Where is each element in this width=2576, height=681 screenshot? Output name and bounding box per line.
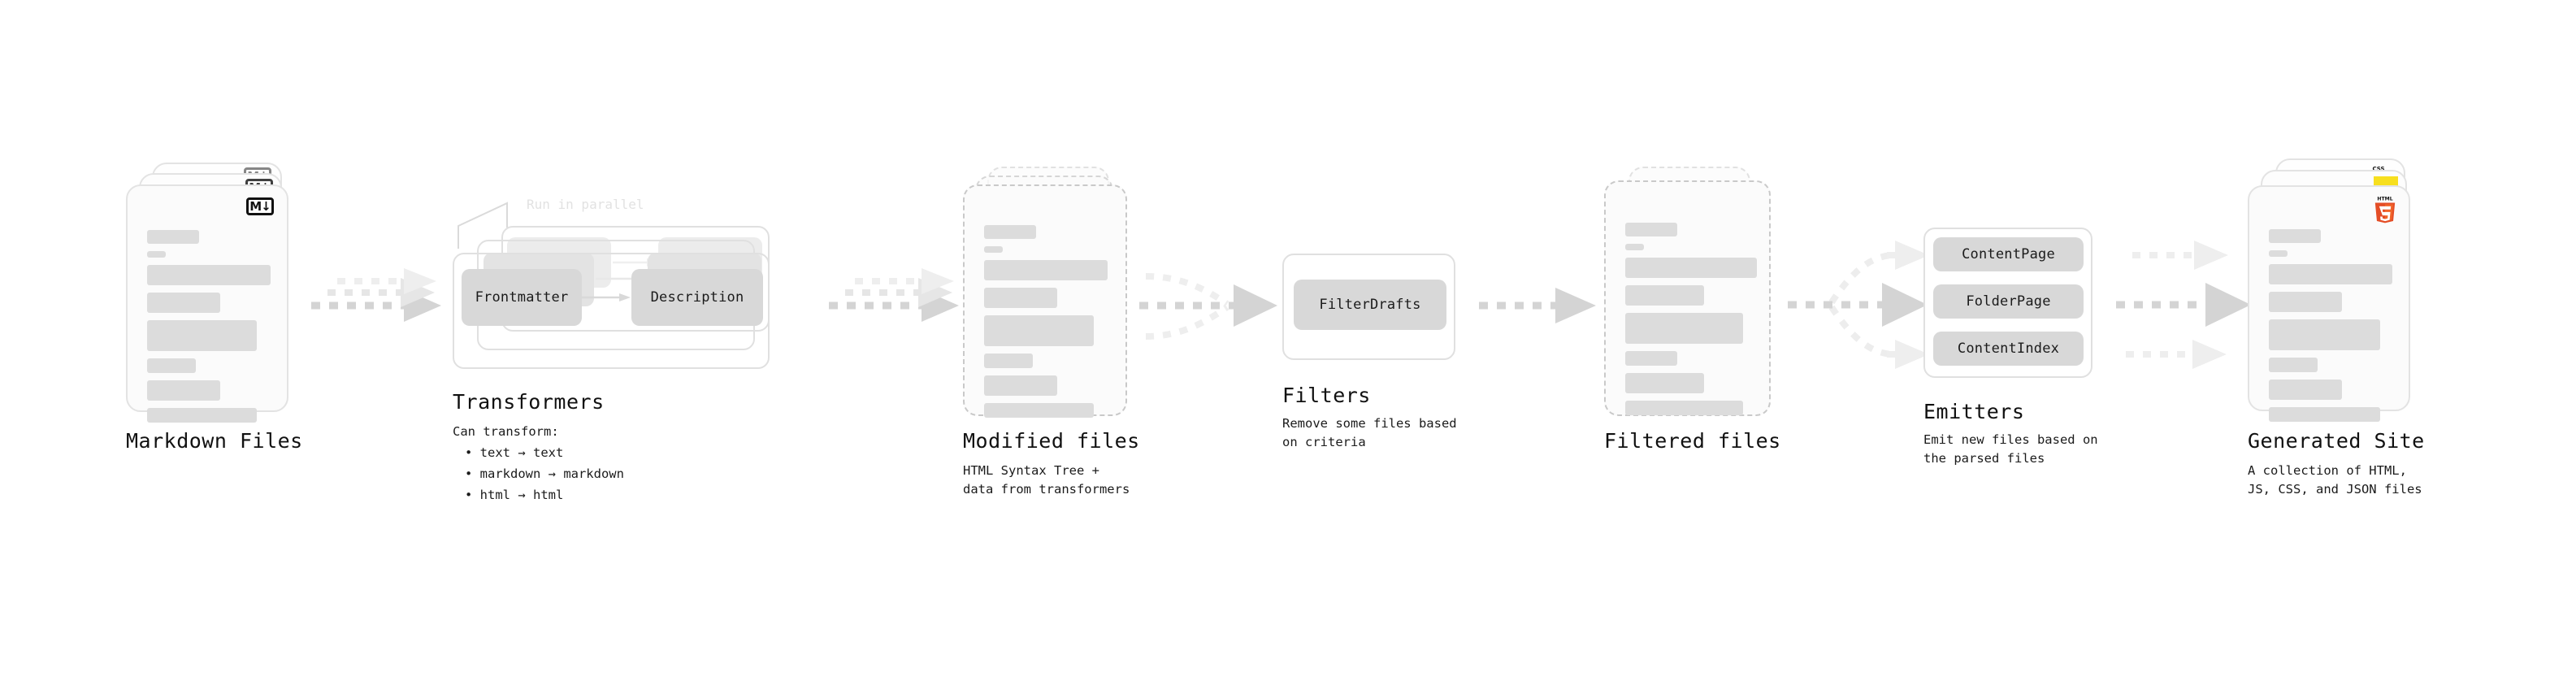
emitter-node-folderpage[interactable]: FolderPage: [1933, 284, 2084, 319]
filtered-files-title: Filtered files: [1604, 429, 1781, 453]
generated-site-stack: CSS HTML: [2248, 158, 2435, 427]
transformers-bullet-2: • html → html: [465, 488, 564, 502]
connector-markdown-to-transformers: [311, 268, 441, 322]
modified-files-title: Modified files: [963, 429, 1140, 453]
html5-badge-icon: HTML: [2373, 195, 2397, 223]
transformer-group-front: [453, 253, 770, 369]
doc-placeholder-lines: [2269, 229, 2392, 429]
connector-modified-to-filters: [1139, 273, 1277, 340]
transformers-intro: Can transform:: [453, 424, 559, 439]
modified-files-stack: [963, 167, 1142, 427]
transformer-inner-arrow-front: [582, 293, 631, 301]
markdown-badge-icon: M↓: [246, 197, 274, 215]
doc-placeholder-lines: [1625, 223, 1757, 423]
run-in-parallel-label: Run in parallel: [527, 197, 644, 212]
transformers-bullet-0: • text → text: [465, 445, 564, 460]
emitter-node-contentpage[interactable]: ContentPage: [1933, 237, 2084, 271]
site-file-card-html: HTML: [2248, 185, 2410, 422]
filters-subtitle: Remove some files based on criteria: [1282, 416, 1457, 450]
transformers-bullet-1: • markdown → markdown: [465, 466, 624, 481]
transformer-node-description[interactable]: Description: [631, 269, 763, 326]
emitters-title: Emitters: [1923, 400, 2025, 423]
doc-placeholder-lines: [984, 225, 1108, 425]
markdown-files-stack: M↓ M↓ M↓: [126, 163, 313, 423]
modified-file-card-front: [963, 184, 1127, 418]
css-badge-label: CSS: [2372, 166, 2385, 172]
connector-transformers-to-modified: [829, 268, 959, 322]
filters-title: Filters: [1282, 384, 1371, 407]
generated-site-title: Generated Site: [2248, 429, 2425, 453]
connector-filtered-to-emitters: [1788, 241, 1929, 369]
emitter-node-contentindex[interactable]: ContentIndex: [1933, 332, 2084, 366]
modified-files-subtitle: HTML Syntax Tree + data from transformer…: [963, 463, 1130, 497]
doc-placeholder-lines: [147, 230, 271, 430]
filter-node-filterdrafts[interactable]: FilterDrafts: [1294, 280, 1446, 330]
svg-text:HTML: HTML: [2377, 197, 2392, 202]
transformers-title: Transformers: [453, 390, 605, 414]
markdown-file-card-front: M↓: [126, 184, 288, 423]
filtered-file-card-front: [1604, 180, 1771, 416]
transformer-node-frontmatter[interactable]: Frontmatter: [462, 269, 582, 326]
emitters-subtitle: Emit new files based on the parsed files: [1923, 432, 2098, 466]
connector-emitters-to-site: [2116, 241, 2251, 369]
filtered-files-stack: [1604, 167, 1783, 427]
generated-site-subtitle: A collection of HTML, JS, CSS, and JSON …: [2248, 463, 2422, 497]
run-in-parallel-leader-line: [458, 202, 508, 249]
connector-filters-to-filtered: [1479, 288, 1596, 323]
markdown-files-title: Markdown Files: [126, 429, 303, 453]
